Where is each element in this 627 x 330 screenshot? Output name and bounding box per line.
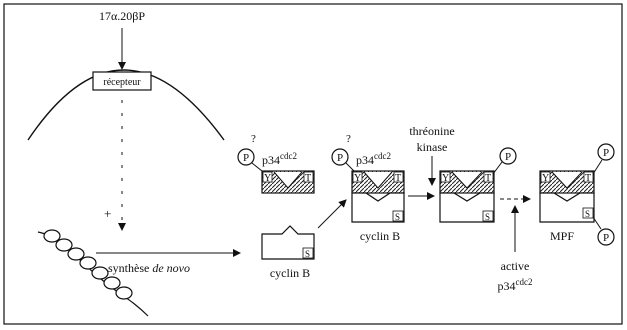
phosphate-mpf-t — [597, 143, 615, 161]
receptor-box — [92, 71, 152, 91]
active-label: active — [501, 259, 530, 273]
figure-frame — [3, 3, 623, 325]
p34-label-1: p34cdc2 — [262, 151, 297, 167]
s-label-free: S — [305, 249, 310, 259]
phosphate-label-mpf-t: P — [603, 147, 609, 159]
phosphate-label-y-2: P — [337, 152, 343, 164]
y-label-3: Y — [442, 173, 449, 184]
t-label-mpf: T — [585, 173, 591, 184]
cell-membrane — [27, 69, 225, 141]
p34-protein-1 — [261, 170, 315, 194]
threonine-label: thréonine — [409, 124, 454, 138]
y-label-2: Y — [354, 173, 361, 184]
phosphate-link-3 — [492, 161, 503, 175]
s-label-mpf: S — [585, 209, 590, 219]
polysome — [37, 229, 149, 317]
phosphate-label-t-3: P — [505, 151, 511, 163]
t-label-2: T — [395, 173, 401, 184]
s-label-3: S — [485, 212, 490, 222]
plus-sign: + — [104, 206, 111, 221]
complex-3 — [439, 170, 495, 223]
phosphate-y-2 — [331, 148, 349, 166]
s-box-free — [302, 247, 314, 259]
y-label-mpf: Y — [542, 173, 549, 184]
phosphate-link-mpf-t — [592, 159, 603, 175]
t-label-1: T — [305, 173, 311, 184]
cyclin-label-free: cyclin B — [270, 266, 310, 280]
question-mark-2: ? — [346, 133, 351, 145]
y-label-1: Y — [264, 173, 271, 184]
p34-label-2: p34cdc2 — [356, 151, 391, 167]
phosphate-t-3 — [499, 147, 517, 165]
mpf-label: MPF — [550, 229, 574, 243]
hormone-label: 17α.20βP — [99, 9, 145, 23]
phosphate-mpf-s — [597, 228, 615, 246]
active-p34-label: p34cdc2 — [498, 277, 533, 293]
t-label-3: T — [485, 173, 491, 184]
receptor-label: récepteur — [103, 77, 141, 88]
mpf-complex — [539, 170, 595, 223]
cyclin-b-free — [261, 225, 315, 260]
complex-2 — [351, 170, 405, 223]
s-label-2: S — [395, 212, 400, 222]
kinase-label: kinase — [417, 140, 448, 154]
phosphate-link-1 — [251, 162, 263, 172]
phosphate-y-1 — [237, 148, 255, 166]
phosphate-link-2 — [345, 162, 355, 172]
association-arrow — [317, 199, 347, 229]
phosphate-label-mpf-s: P — [603, 232, 609, 244]
cyclin-label-2: cyclin B — [360, 229, 400, 243]
question-mark-1: ? — [251, 133, 256, 145]
phosphate-label-y-1: P — [243, 152, 249, 164]
synthesis-label: synthèse de novo — [108, 261, 190, 275]
phosphate-link-mpf-s — [592, 216, 602, 230]
